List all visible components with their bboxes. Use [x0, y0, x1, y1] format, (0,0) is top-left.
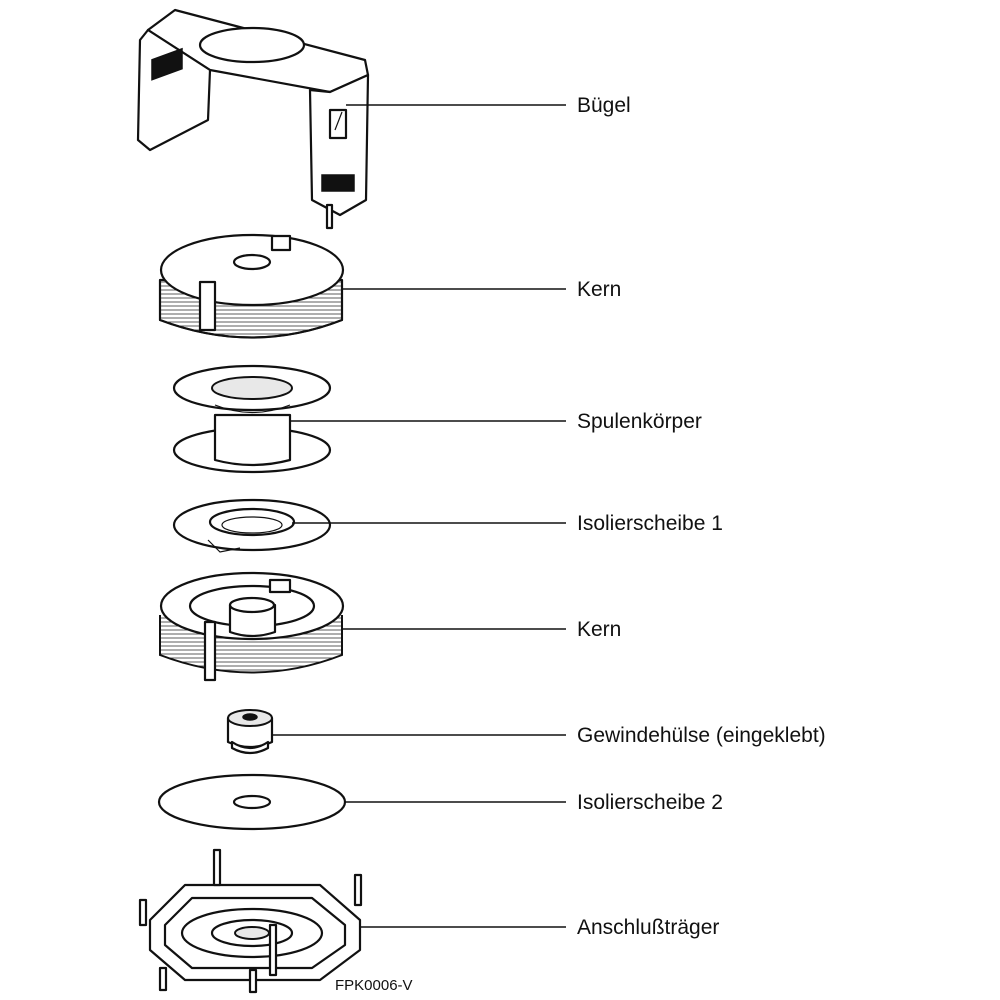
label-kern-top: Kern [577, 278, 622, 301]
kern-top-part [158, 233, 345, 339]
spulenkoerper-part [172, 364, 332, 474]
isolierscheibe-1-part [172, 498, 332, 553]
gewindehuelse-part [226, 709, 274, 755]
kern-bottom-part [159, 571, 345, 682]
label-spulenkoerper: Spulenkörper [577, 410, 702, 433]
anschlusstraeger-part [138, 848, 363, 994]
label-kern-bottom: Kern [577, 618, 622, 641]
label-anschlusstraeger: Anschlußträger [577, 916, 720, 939]
label-gewindehuelse: Gewindehülse (eingeklebt) [577, 724, 826, 747]
isolierscheibe-2-part [157, 773, 347, 831]
label-isolierscheibe-2: Isolierscheibe 2 [577, 791, 723, 814]
label-buegel: Bügel [577, 94, 631, 117]
buegel-part [136, 8, 370, 230]
figure-code: FPK0006-V [335, 977, 413, 994]
label-isolierscheibe-1: Isolierscheibe 1 [577, 512, 723, 535]
